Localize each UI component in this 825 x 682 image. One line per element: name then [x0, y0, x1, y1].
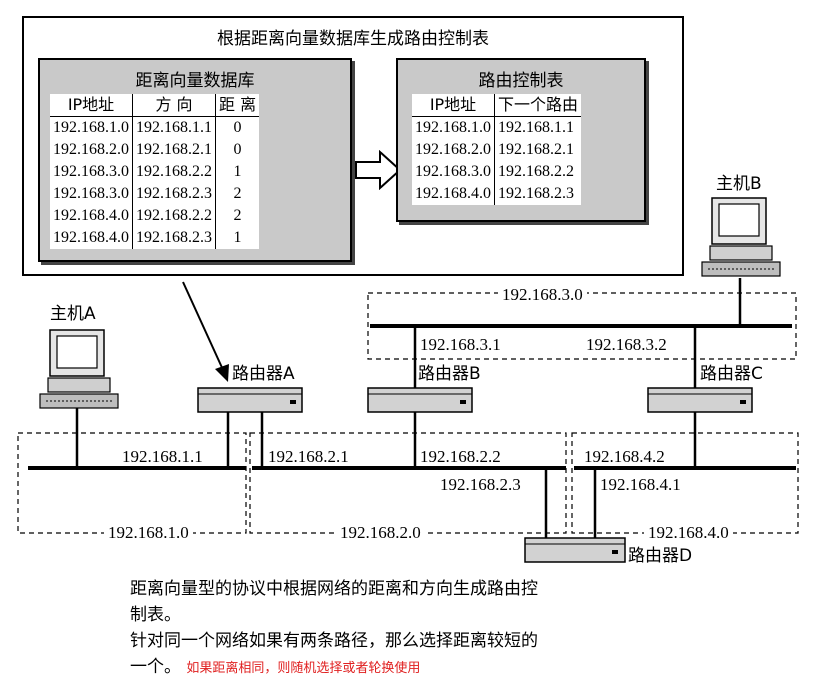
right-arrow-icon [355, 150, 402, 190]
cell-direction: 192.168.2.3 [132, 227, 216, 249]
arrow-line [182, 281, 225, 373]
cell-distance: 2 [215, 205, 260, 227]
cell-ip: 192.168.3.0 [53, 185, 129, 202]
host-a-label: 主机A [50, 304, 96, 324]
iface-192-168-2-1: 192.168.2.1 [268, 447, 349, 466]
iface-192-168-2-2: 192.168.2.2 [420, 447, 501, 466]
network-label-192-168-2-0: 192.168.2.0 [336, 524, 425, 541]
annotation-note: 如果距离相同，则随机选择或者轮换使用 [186, 661, 421, 676]
iface-192-168-4-2: 192.168.4.2 [584, 447, 665, 466]
cell-next-hop: 192.168.2.2 [494, 161, 582, 183]
cell-distance: 1 [215, 161, 260, 183]
router-a-label: 路由器A [232, 364, 295, 384]
col-header: IP地址 [412, 94, 495, 117]
cell-ip: 192.168.4.0 [53, 207, 129, 224]
route-table-title: 路由控制表 [478, 71, 564, 91]
network-box-192-168-2-0 [249, 432, 567, 534]
network-label-192-168-4-0: 192.168.4.0 [644, 524, 733, 541]
iface-192-168-4-1: 192.168.4.1 [600, 475, 681, 494]
routing-table-generation-box: 根据距离向量数据库生成路由控制表 距离向量数据库 IP地址 方 向 距 离 19… [22, 16, 684, 276]
cell-ip: 192.168.3.0 [53, 163, 129, 180]
cell-ip: 192.168.3.0 [415, 163, 491, 180]
router-c-icon [647, 387, 753, 413]
caption-paragraph-1: 距离向量型的协议中根据网络的距离和方向生成路由控 制表。 [130, 576, 538, 628]
router-b-icon [367, 387, 473, 413]
col-header: 方 向 [132, 94, 216, 117]
host-b-computer-icon [701, 197, 781, 277]
cell-next-hop: 192.168.1.1 [494, 116, 582, 139]
caption-line: 针对同一个网络如果有两条路径，那么选择距离较短的 [130, 631, 538, 651]
cell-ip: 192.168.2.0 [53, 141, 129, 158]
cell-direction: 192.168.2.3 [132, 183, 216, 205]
arrow-head [215, 364, 229, 382]
outer-title: 根据距离向量数据库生成路由控制表 [217, 29, 489, 49]
caption-line-end: 。 [164, 657, 181, 677]
caption-line: 距离向量型的协议中根据网络的距离和方向生成路由控 [130, 579, 538, 599]
cell-ip: 192.168.4.0 [53, 229, 129, 246]
caption-line: 制表。 [130, 605, 181, 625]
cell-direction: 192.168.2.2 [132, 205, 216, 227]
host-b-label: 主机B [716, 174, 762, 194]
network-box-192-168-3-0 [367, 292, 797, 360]
iface-192-168-2-3: 192.168.2.3 [440, 475, 521, 494]
iface-192-168-3-1: 192.168.3.1 [420, 335, 501, 354]
cell-distance: 2 [215, 183, 260, 205]
cell-direction: 192.168.2.1 [132, 139, 216, 161]
db-title: 距离向量数据库 [135, 71, 255, 91]
router-d-label: 路由器D [628, 546, 693, 566]
cell-ip: 192.168.2.0 [415, 141, 491, 158]
caption-line-start: 一个 [130, 657, 164, 677]
cell-ip: 192.168.4.0 [415, 185, 491, 202]
cell-distance: 0 [215, 116, 260, 139]
network-label-192-168-3-0: 192.168.3.0 [498, 286, 587, 303]
cell-next-hop: 192.168.2.3 [494, 183, 582, 205]
network-label-192-168-1-0: 192.168.1.0 [104, 524, 193, 541]
router-c-label: 路由器C [700, 364, 763, 384]
cell-ip: 192.168.1.0 [53, 119, 129, 136]
col-header: IP地址 [50, 94, 133, 117]
iface-192-168-1-1: 192.168.1.1 [122, 447, 203, 466]
cell-direction: 192.168.1.1 [132, 116, 216, 139]
cell-distance: 1 [215, 227, 260, 249]
cell-next-hop: 192.168.2.1 [494, 139, 582, 161]
iface-192-168-3-2: 192.168.3.2 [586, 335, 667, 354]
caption-line: 一个。 如果距离相同，则随机选择或者轮换使用 [130, 654, 538, 682]
caption-paragraph-2: 针对同一个网络如果有两条路径，那么选择距离较短的 一个。 如果距离相同，则随机选… [130, 628, 538, 682]
cell-ip: 192.168.1.0 [415, 119, 491, 136]
network-box-192-168-4-0 [571, 432, 799, 534]
router-d-icon [524, 537, 626, 563]
router-a-icon [197, 387, 303, 413]
col-header: 距 离 [215, 94, 260, 117]
col-header: 下一个路由 [494, 94, 582, 117]
cell-distance: 0 [215, 139, 260, 161]
cell-direction: 192.168.2.2 [132, 161, 216, 183]
router-b-label: 路由器B [418, 364, 481, 384]
host-a-computer-icon [39, 329, 119, 409]
